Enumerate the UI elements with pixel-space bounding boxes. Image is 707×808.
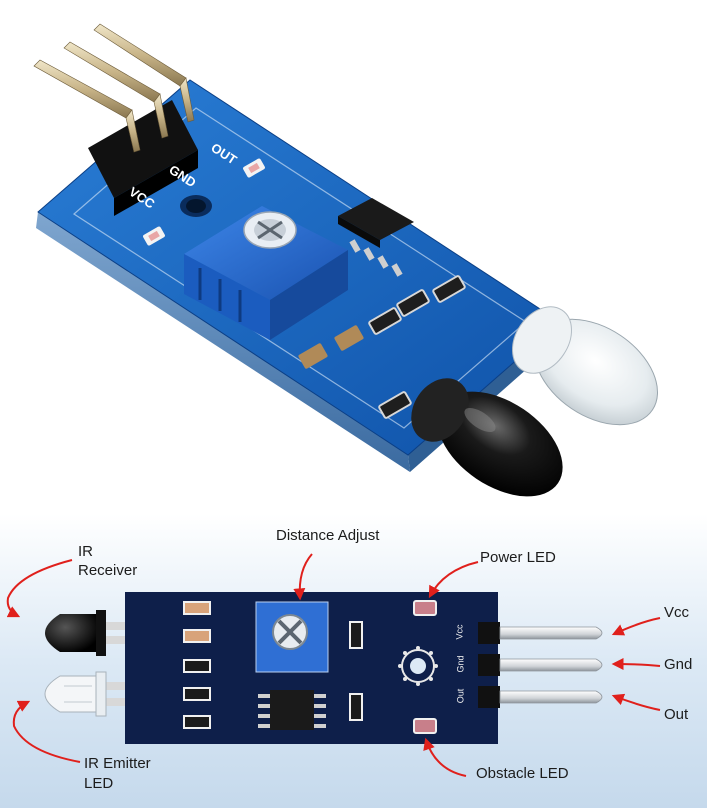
label-obstacle-led: Obstacle LED bbox=[476, 765, 569, 782]
board-smd-parts bbox=[183, 601, 363, 729]
power-led-diagram bbox=[413, 600, 437, 616]
pcb-edge bbox=[36, 212, 410, 472]
label-ir-receiver-line2: Receiver bbox=[78, 562, 138, 579]
pin-label-vcc: Vcc bbox=[454, 624, 465, 640]
arrow-power-led bbox=[428, 561, 479, 599]
pin-header bbox=[88, 100, 198, 198]
label-out: Out bbox=[664, 706, 689, 723]
pin-label-out: Out bbox=[455, 688, 466, 704]
label-distance-adjust: Distance Adjust bbox=[276, 527, 380, 544]
arrow-ir-emitter bbox=[12, 700, 81, 763]
sensor-module-photo: OUT GND VCC bbox=[33, 23, 659, 497]
label-power-led: Power LED bbox=[480, 549, 556, 566]
callout-arrows bbox=[6, 553, 661, 777]
header-pins bbox=[33, 23, 195, 153]
ir-emitter-component bbox=[44, 671, 130, 717]
arrow-distance-adjust bbox=[293, 553, 313, 601]
label-ir-emitter-line2: LED bbox=[84, 775, 114, 792]
arrow-out bbox=[611, 693, 661, 711]
arrow-ir-receiver bbox=[6, 559, 73, 618]
header-wires bbox=[499, 626, 603, 704]
capacitors bbox=[298, 325, 364, 369]
potentiometer bbox=[184, 206, 348, 340]
ir-receiver-component bbox=[45, 610, 130, 656]
label-ir-receiver-line1: IR bbox=[78, 543, 93, 560]
obstacle-led-diagram bbox=[413, 718, 437, 734]
label-ir-emitter-line1: IR Emitter bbox=[84, 755, 151, 772]
diagram-mounting-hole bbox=[398, 646, 438, 686]
label-vcc: Vcc bbox=[664, 604, 690, 621]
label-gnd: Gnd bbox=[664, 656, 693, 673]
pinout-diagram bbox=[0, 514, 707, 808]
comparator-ic bbox=[338, 198, 414, 277]
diagram-ic bbox=[258, 690, 326, 730]
ir-receiver-photo bbox=[411, 378, 563, 497]
arrow-obstacle-led bbox=[423, 737, 467, 777]
ir-emitter-photo bbox=[512, 306, 659, 426]
arrow-gnd bbox=[611, 658, 661, 671]
arrow-vcc bbox=[611, 617, 661, 636]
pin-label-gnd: Gnd bbox=[455, 655, 466, 673]
diagram-potentiometer bbox=[255, 601, 329, 673]
resistors bbox=[368, 275, 466, 419]
